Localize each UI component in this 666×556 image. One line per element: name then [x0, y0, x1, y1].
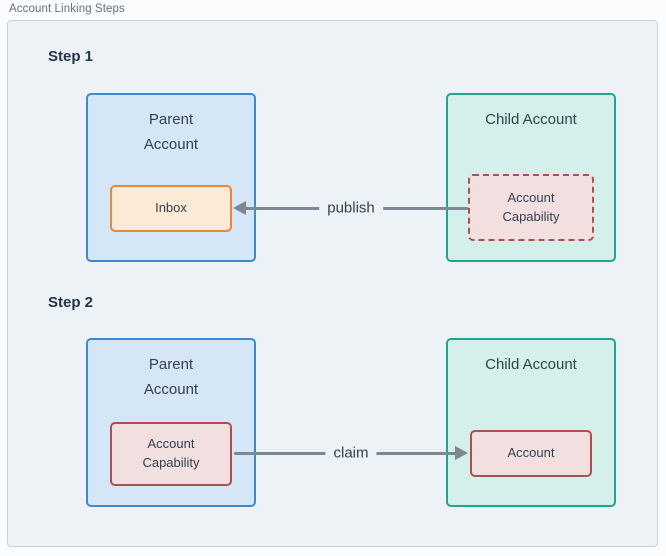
step1-inbox-node: Inbox	[110, 185, 232, 232]
step2-parent-account-title: Parent Account	[143, 356, 199, 398]
step1-parent-account-title: Parent Account	[143, 111, 199, 153]
step2-label: Step 2	[48, 294, 94, 311]
step2-account-capability-label: Account Capability	[142, 436, 200, 470]
step2-account-label: Account	[507, 445, 555, 461]
step1-inbox-label: Inbox	[155, 200, 187, 216]
step2-account-capability-node: Account Capability	[110, 422, 232, 486]
step2-child-account-node: Child Account	[446, 338, 616, 507]
publish-arrow-label: publish	[319, 198, 383, 218]
step1-account-capability-label: Account Capability	[502, 189, 560, 224]
step2-account-node: Account	[470, 430, 592, 477]
claim-arrow-label: claim	[325, 443, 377, 463]
step1-account-capability-node: Account Capability	[468, 174, 594, 241]
publish-arrow-head-icon	[233, 201, 246, 215]
step1-child-account-title: Child Account	[485, 111, 577, 128]
step1-label: Step 1	[48, 48, 94, 65]
diagram-title: Account Linking Steps	[9, 3, 125, 15]
step2-child-account-title: Child Account	[485, 356, 577, 373]
step1-parent-account-node: Parent Account	[86, 93, 256, 262]
claim-arrow-head-icon	[455, 446, 468, 460]
